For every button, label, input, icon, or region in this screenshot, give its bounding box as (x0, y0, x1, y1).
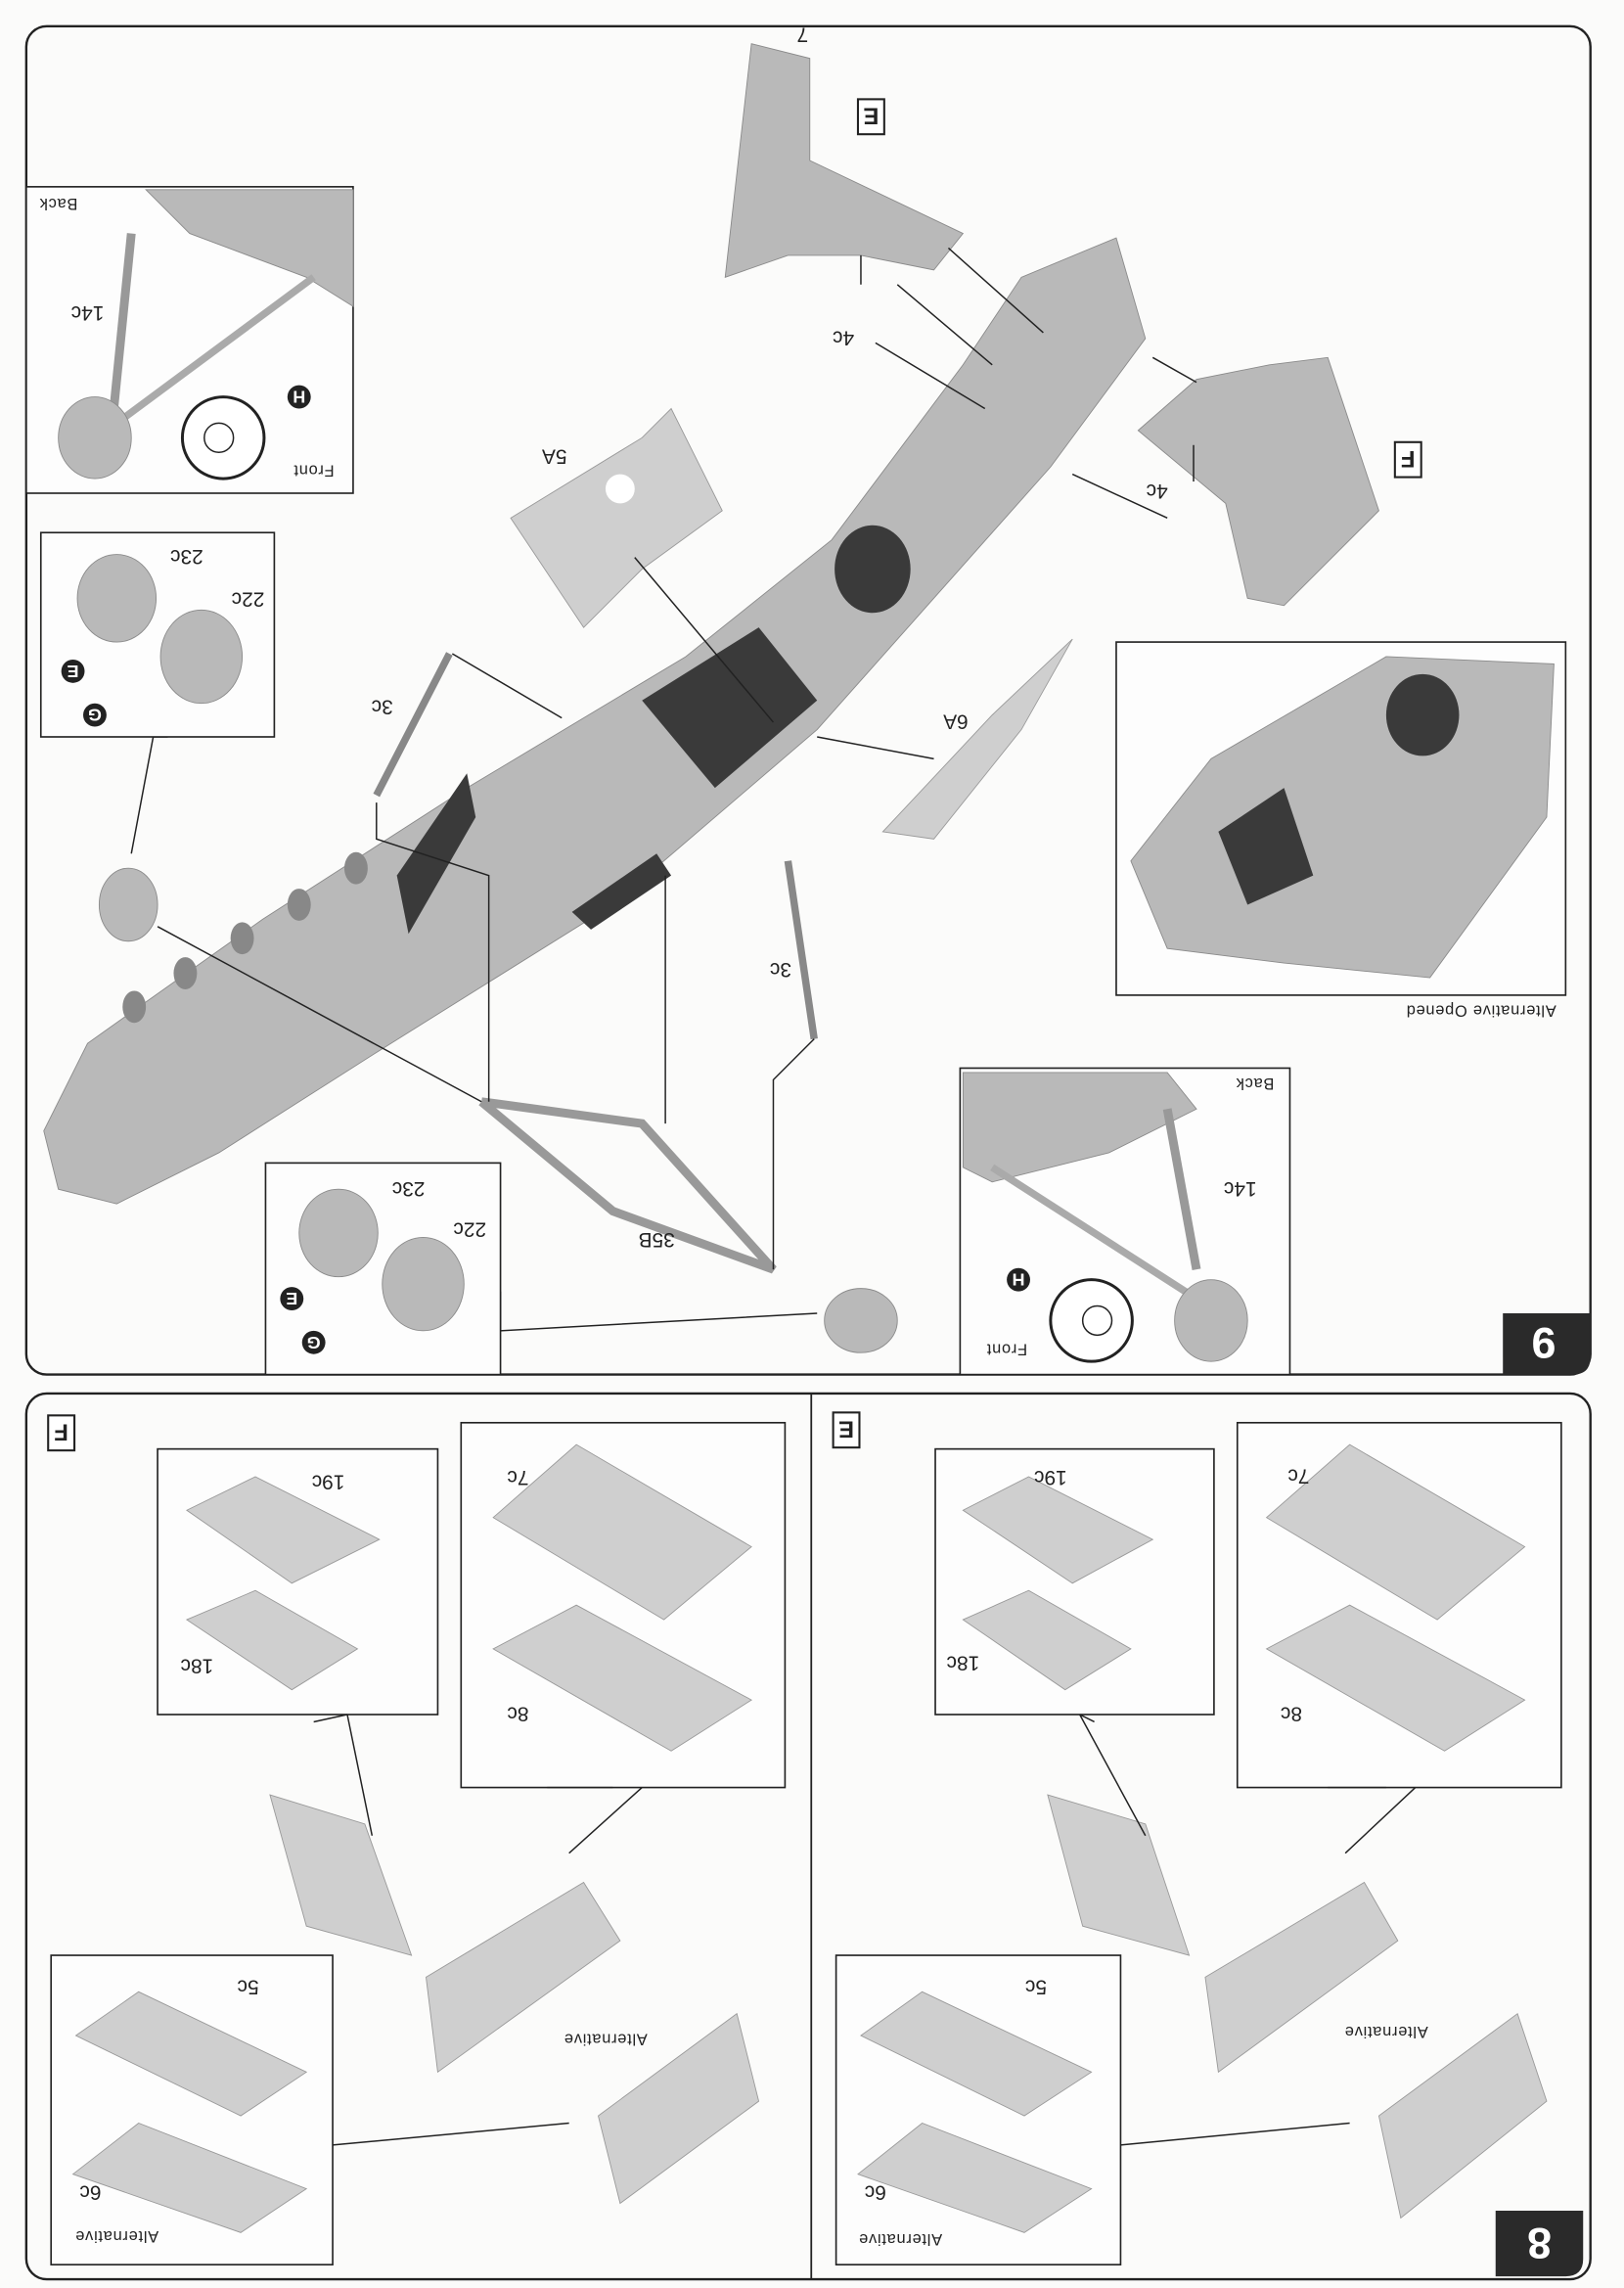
svg-text:Alternative: Alternative (858, 2230, 942, 2248)
wheel-loose (98, 867, 158, 942)
svg-text:8c: 8c (507, 1703, 528, 1725)
stabilizer-f (1137, 356, 1379, 607)
svg-text:23c: 23c (392, 1177, 426, 1200)
label-35b: 35B (639, 1228, 675, 1251)
svg-text:14c: 14c (71, 301, 105, 324)
callout-e: E (856, 98, 885, 136)
svg-text:14c: 14c (1224, 1177, 1257, 1200)
svg-text:Back: Back (1236, 1075, 1274, 1092)
svg-text:9: 9 (1532, 1318, 1556, 1366)
window (571, 853, 672, 930)
inset-alternative-opened: Alternative Opened (1115, 641, 1567, 1019)
label-3c-b: 3c (770, 958, 791, 981)
cowl-panel-6a (881, 638, 1073, 840)
svg-text:H: H (293, 388, 305, 407)
svg-text:G: G (307, 1333, 321, 1352)
svg-text:18c: 18c (947, 1651, 980, 1673)
cowl-hole (605, 474, 635, 504)
svg-text:19c: 19c (312, 1470, 345, 1492)
svg-text:7c: 7c (507, 1466, 528, 1488)
panel-e: E 7c 19c 18c 8c Alternative 5c 6c Altern… (832, 1411, 1562, 2265)
page-number: 7 (797, 23, 809, 45)
step8-frame (24, 1392, 1592, 2281)
svg-text:Alternative Opened: Alternative Opened (1406, 1001, 1556, 1019)
inset-gear-1: H Back 14c Front (25, 186, 354, 494)
svg-text:6c: 6c (79, 2181, 101, 2204)
svg-text:5c: 5c (1025, 1975, 1047, 1997)
svg-text:8: 8 (1527, 2219, 1552, 2266)
svg-text:Alternative: Alternative (1344, 2023, 1428, 2040)
svg-text:18c: 18c (181, 1654, 214, 1676)
engine-intake (835, 525, 911, 614)
svg-text:Alternative: Alternative (74, 2227, 158, 2245)
cowl-panel-5a (510, 407, 723, 628)
callout-f: F (1393, 440, 1422, 479)
svg-text:E: E (863, 102, 879, 128)
svg-text:E: E (286, 1289, 297, 1308)
svg-text:F: F (54, 1418, 68, 1444)
gear-frame-35b (478, 1097, 777, 1274)
inset-gear-2: H Back 14c Front (959, 1067, 1291, 1376)
step9-diagram (43, 43, 1379, 1353)
inset-wheel-2: E G 23c 22c (264, 1162, 502, 1376)
svg-text:7c: 7c (1287, 1465, 1309, 1487)
svg-text:F: F (1401, 445, 1416, 472)
assembly-arrows (130, 247, 1271, 1332)
strut-3c-a (373, 652, 453, 798)
inset-wheel-1: E G 23c 22c (39, 531, 276, 738)
svg-text:G: G (88, 706, 102, 725)
svg-text:E: E (68, 662, 79, 681)
svg-text:H: H (1013, 1270, 1025, 1290)
svg-text:22c: 22c (453, 1218, 486, 1241)
door-window (396, 773, 476, 935)
svg-text:5c: 5c (238, 1975, 259, 1997)
svg-text:Back: Back (39, 195, 77, 212)
step9-frame (24, 24, 1592, 1376)
svg-text:Front: Front (293, 462, 335, 480)
panel-f: F 7c 19c 18c 8c Alternative 5c 6c Altern… (47, 1414, 787, 2265)
wheel (824, 1288, 898, 1353)
portholes (122, 851, 368, 1024)
svg-text:22c: 22c (232, 587, 265, 610)
stabilizer-e (724, 43, 965, 278)
step-9-badge: 9 (1503, 1312, 1591, 1375)
svg-text:Front: Front (986, 1340, 1027, 1357)
cockpit-opening (642, 627, 818, 789)
step-8-badge: 8 (1495, 2210, 1584, 2277)
svg-text:E: E (838, 1415, 854, 1441)
strut-3c-b (784, 860, 818, 1040)
svg-text:19c: 19c (1034, 1466, 1067, 1488)
svg-text:Alternative: Alternative (564, 2031, 648, 2048)
label-5a: 5A (542, 444, 567, 467)
label-4c-a: 4c (833, 326, 854, 348)
label-4c-b: 4c (1147, 480, 1168, 502)
svg-text:8c: 8c (1281, 1703, 1302, 1725)
label-3c-a: 3c (372, 696, 393, 718)
label-6a: 6A (943, 710, 969, 733)
svg-text:6c: 6c (865, 2181, 886, 2204)
svg-text:23c: 23c (170, 545, 203, 568)
